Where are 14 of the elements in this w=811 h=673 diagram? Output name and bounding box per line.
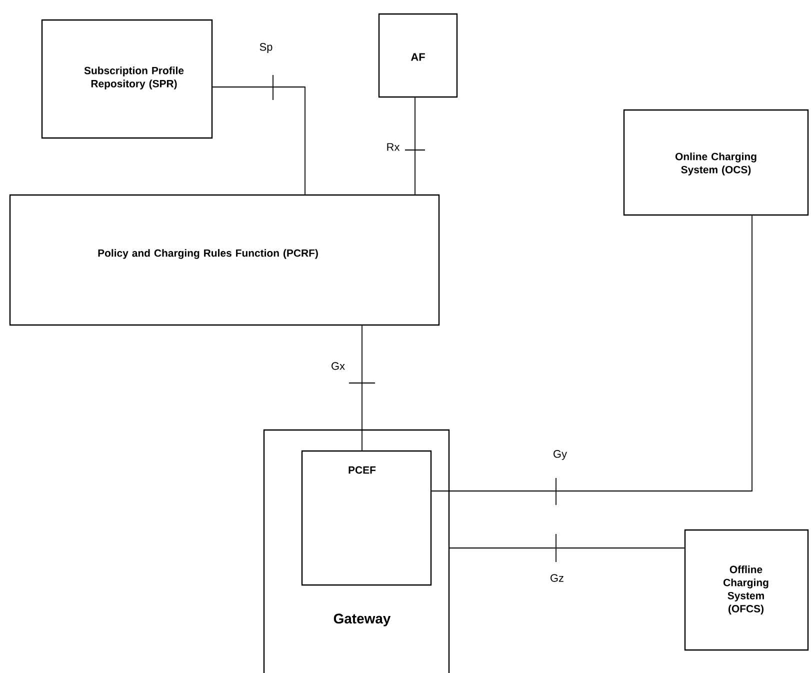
function-box: AF xyxy=(378,13,458,98)
interface-label: Gx xyxy=(330,361,346,371)
interface-label: Gy xyxy=(552,449,568,461)
interface-label: Rx xyxy=(385,142,401,152)
charging-system-box: Offline Charging System (OFCS) xyxy=(684,529,809,651)
interface-label: Gz xyxy=(549,573,565,583)
enforcement-box: PCEF xyxy=(301,450,432,586)
charging-system-box: Online Charging System (OCS) xyxy=(623,109,809,216)
repository-box: Subscription Profile Repository (SPR) xyxy=(41,19,213,139)
rules-function-box: Policy and Charging Rules Function (PCRF) xyxy=(9,194,440,326)
connector-line xyxy=(431,215,752,492)
connector-line xyxy=(212,86,306,195)
interface-label: Sp xyxy=(258,42,274,54)
connector-line xyxy=(414,97,416,195)
